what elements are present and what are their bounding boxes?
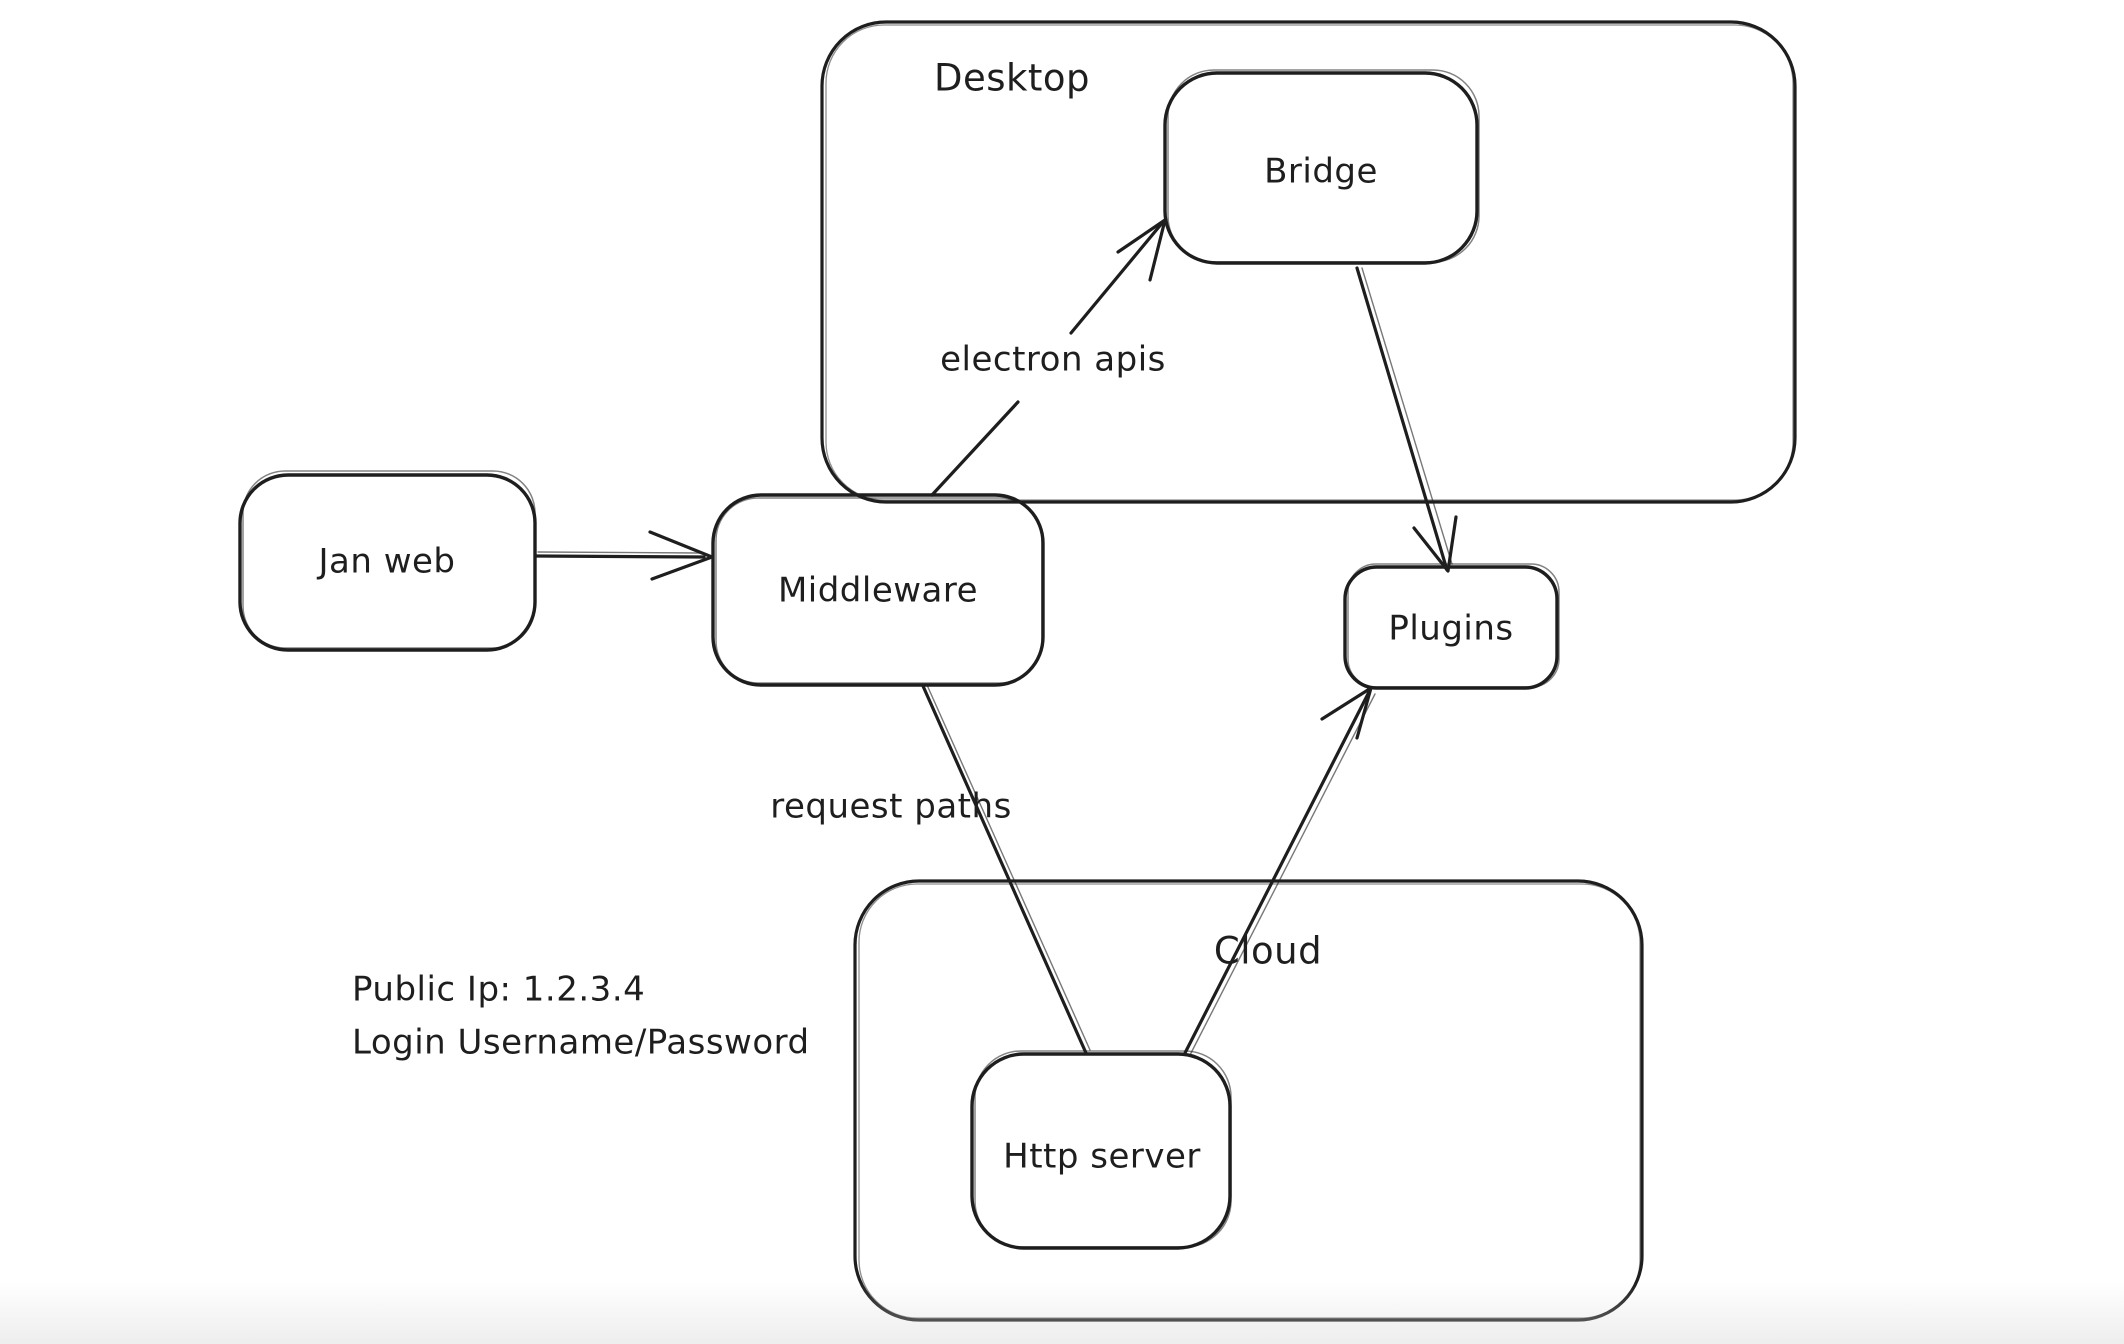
node-middleware [711, 493, 1045, 687]
edge-line-sketch [537, 551, 701, 554]
login-note: Login Username/Password [352, 1023, 810, 1063]
jan-web-box-sketch [242, 470, 536, 649]
cloud-label: Cloud [1214, 930, 1322, 973]
edge-line [1355, 266, 1449, 572]
desktop-label: Desktop [934, 57, 1090, 100]
public-ip-note: Public Ip: 1.2.3.4 [352, 970, 645, 1010]
edge-middleware-to-http-server [921, 684, 1091, 1055]
electron-apis-edge-label: electron apis [940, 340, 1166, 380]
node-http-server [970, 1050, 1232, 1250]
edge-http-server-to-plugins [1183, 686, 1376, 1056]
edge-line-sketch [1189, 693, 1376, 1056]
plugins-box [1343, 565, 1559, 690]
edge-bridge-to-plugins [1355, 266, 1458, 573]
edge-line-lower [930, 400, 1020, 497]
arrowhead-into-plugins-top [1412, 515, 1458, 573]
desktop-box [820, 20, 1797, 504]
plugins-box-sketch [1347, 563, 1560, 688]
edge-line [1183, 688, 1372, 1055]
edge-line [921, 684, 1088, 1055]
arrowhead-into-bridge [1116, 218, 1167, 282]
request-paths-edge-label: request paths [770, 787, 1012, 827]
jan-web-label: Jan web [316, 542, 455, 582]
desktop-box-sketch [825, 24, 1794, 501]
arrowhead-into-middleware [648, 530, 714, 581]
bridge-label: Bridge [1264, 152, 1378, 192]
http-server-box-sketch [974, 1050, 1232, 1248]
edge-line-sketch [926, 684, 1091, 1051]
container-desktop [820, 20, 1797, 504]
http-server-label: Http server [1003, 1137, 1201, 1177]
middleware-box [711, 493, 1045, 687]
node-jan-web [238, 470, 537, 652]
middleware-box-sketch [715, 497, 1043, 684]
node-plugins [1343, 563, 1560, 690]
edge-middleware-to-bridge [930, 218, 1167, 497]
middleware-label: Middleware [778, 571, 978, 611]
bridge-box [1163, 71, 1479, 265]
arrowhead-into-plugins-bottom [1320, 686, 1373, 740]
bridge-box-sketch [1167, 69, 1480, 263]
edge-line-upper [1069, 220, 1165, 335]
node-bridge [1163, 69, 1480, 265]
edge-jan-web-to-middleware [534, 530, 714, 581]
edge-line-sketch [1361, 267, 1453, 565]
http-server-box [970, 1052, 1232, 1250]
edge-line [534, 554, 706, 559]
plugins-label: Plugins [1388, 609, 1513, 649]
bottom-fade [0, 1282, 2124, 1344]
